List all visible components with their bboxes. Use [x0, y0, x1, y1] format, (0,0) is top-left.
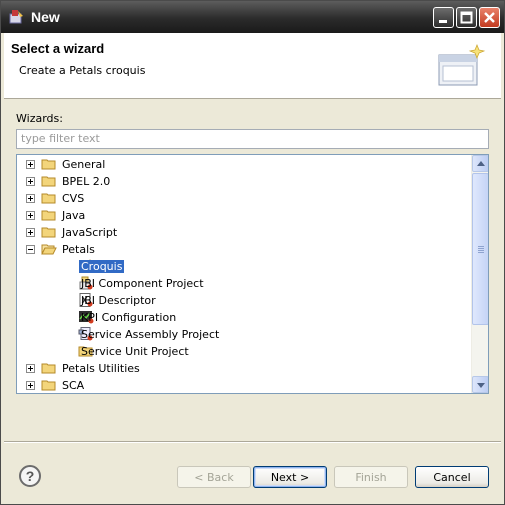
filter-input[interactable]: type filter text — [16, 129, 489, 149]
back-button[interactable]: < Back — [177, 466, 251, 488]
tree-item-label: JavaScript — [62, 226, 118, 239]
svg-text:X: X — [82, 296, 89, 305]
tree-item[interactable]: BPEL 2.0 — [17, 173, 471, 190]
xml-file-icon: X — [78, 293, 94, 307]
service-assembly-icon — [78, 327, 94, 341]
tree-item-label: JBI Descriptor — [81, 294, 156, 307]
folder-icon — [41, 174, 57, 188]
tree-item[interactable]: Croquis — [17, 258, 471, 275]
minimize-button[interactable] — [433, 7, 454, 28]
folder-icon — [78, 344, 94, 358]
tree-item[interactable]: CVS — [17, 190, 471, 207]
next-button[interactable]: Next > — [253, 466, 327, 488]
expand-toggle-icon[interactable] — [26, 228, 35, 237]
folder-icon — [41, 225, 57, 239]
title-bar[interactable]: New — [1, 1, 504, 33]
tree-item[interactable]: General — [17, 156, 471, 173]
folder-icon — [41, 378, 57, 392]
help-button[interactable]: ? — [19, 465, 41, 487]
tree-item[interactable]: Service Assembly Project — [17, 326, 471, 343]
tree-item-label: Service Assembly Project — [81, 328, 220, 341]
tree-item[interactable]: JavaScript — [17, 224, 471, 241]
scroll-thumb[interactable] — [472, 173, 488, 325]
tree-item-label: Petals — [62, 243, 95, 256]
tree-item-label: KPI Configuration — [81, 311, 177, 324]
maximize-button[interactable] — [456, 7, 477, 28]
tree-item-label: SCA — [62, 379, 85, 392]
page-description: Create a Petals croquis — [19, 64, 146, 77]
scroll-up-button[interactable] — [472, 155, 488, 172]
folder-icon — [41, 208, 57, 222]
thumb-grip — [478, 246, 484, 253]
kpi-chart-icon — [78, 310, 94, 324]
wizard-banner-icon — [433, 39, 491, 93]
tree-item-label: Service Unit Project — [81, 345, 189, 358]
tree-item[interactable]: Petals Utilities — [17, 360, 471, 377]
finish-button[interactable]: Finish — [334, 466, 408, 488]
page-title: Select a wizard — [11, 41, 105, 56]
vertical-scrollbar[interactable] — [471, 155, 488, 393]
wizard-header: Select a wizard Create a Petals croquis — [4, 33, 501, 99]
tree-item[interactable]: Service Unit Project — [17, 343, 471, 360]
close-button[interactable] — [479, 7, 500, 28]
expand-toggle-icon[interactable] — [26, 364, 35, 373]
tree-item-label: General — [62, 158, 106, 171]
tree-item[interactable]: JBI Component Project — [17, 275, 471, 292]
footer-separator — [4, 441, 501, 443]
tree-item[interactable]: Java — [17, 207, 471, 224]
tree-item-label: Java — [62, 209, 86, 222]
expand-toggle-icon[interactable] — [26, 381, 35, 390]
wizards-label: Wizards: — [16, 112, 63, 125]
scroll-down-button[interactable] — [472, 376, 488, 393]
tree-item[interactable]: SCA — [17, 377, 471, 393]
window-title: New — [31, 9, 60, 25]
folder-open-icon — [41, 242, 57, 256]
tree-item[interactable]: Petals — [17, 241, 471, 258]
expand-toggle-icon[interactable] — [26, 160, 35, 169]
folder-icon — [41, 361, 57, 375]
tree-item-label: Petals Utilities — [62, 362, 140, 375]
expand-toggle-icon[interactable] — [26, 211, 35, 220]
jbi-component-icon — [78, 276, 94, 290]
tree-item-label: BPEL 2.0 — [62, 175, 111, 188]
collapse-toggle-icon[interactable] — [26, 245, 35, 254]
tree-item-label: JBI Component Project — [81, 277, 204, 290]
tree-item-label: CVS — [62, 192, 85, 205]
tree-item[interactable]: KPI Configuration — [17, 309, 471, 326]
folder-icon — [41, 191, 57, 205]
expand-toggle-icon[interactable] — [26, 194, 35, 203]
folder-icon — [41, 157, 57, 171]
eclipse-app-icon — [8, 8, 26, 26]
cancel-button[interactable]: Cancel — [415, 466, 489, 488]
tree-item-label: Croquis — [79, 260, 125, 273]
expand-toggle-icon[interactable] — [26, 177, 35, 186]
